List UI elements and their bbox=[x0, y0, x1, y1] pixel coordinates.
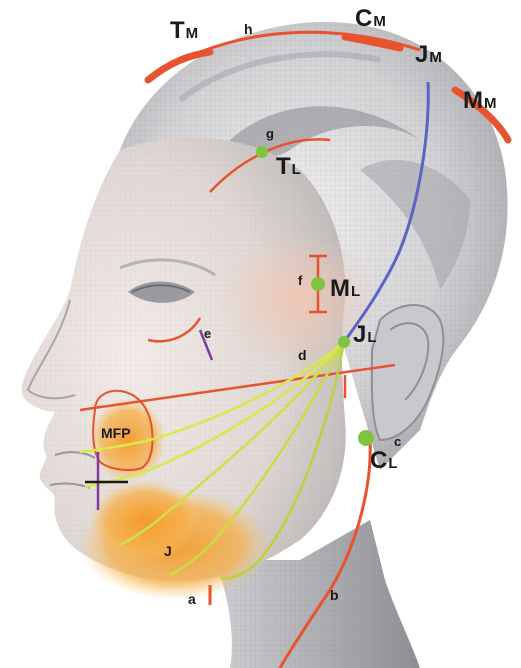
label-g: g bbox=[266, 126, 274, 141]
label-a: a bbox=[188, 591, 196, 607]
label-b: b bbox=[330, 587, 339, 603]
label-mfp: MFP bbox=[101, 425, 131, 441]
label-j: J bbox=[164, 543, 172, 559]
label-tm: TM bbox=[170, 17, 198, 44]
jl-point bbox=[338, 336, 350, 348]
label-h: h bbox=[244, 21, 253, 37]
ml-point bbox=[311, 277, 325, 291]
cl-point bbox=[358, 430, 374, 446]
label-c: c bbox=[394, 434, 401, 449]
label-e: e bbox=[204, 326, 211, 341]
label-mm: MM bbox=[463, 87, 497, 114]
label-f: f bbox=[298, 273, 303, 288]
ear-shape bbox=[372, 305, 443, 440]
label-d: d bbox=[298, 347, 307, 363]
label-jm: JM bbox=[415, 41, 442, 68]
label-cm: CM bbox=[355, 5, 386, 32]
tl-point bbox=[256, 146, 268, 158]
